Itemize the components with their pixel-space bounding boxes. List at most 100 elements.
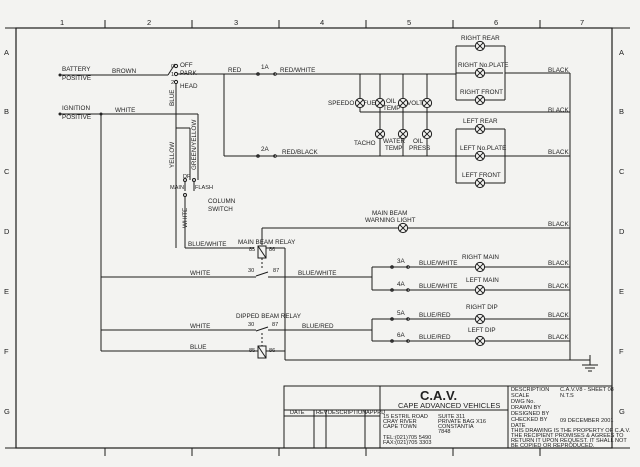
wire-label-black: BLACK <box>548 221 569 228</box>
svg-text:85: 85 <box>249 247 255 253</box>
svg-text:TEMP: TEMP <box>383 105 401 112</box>
wire-label-white: WHITE <box>190 323 210 330</box>
column-labels: 1 2 3 4 5 6 7 <box>60 18 584 27</box>
column-switch: YELLOW GREEN/YELLOW DF MAIN FLASH COLUMN… <box>169 120 236 213</box>
row-label: B <box>619 107 624 116</box>
svg-text:BE COPIED OR REPRODUCED.: BE COPIED OR REPRODUCED. <box>511 443 595 449</box>
wire-label-red: RED <box>228 67 242 74</box>
lamp-right-dip-icon <box>474 313 486 325</box>
gauge-tacho-icon <box>374 128 386 140</box>
wire-label-red-black: RED/BLACK <box>282 149 318 156</box>
row-label: C <box>619 167 625 176</box>
company-fax: FAX:(021)705 3303 <box>383 440 432 446</box>
col-label: 2 <box>147 18 151 27</box>
svg-text:PRESS: PRESS <box>409 145 430 152</box>
wire-label-black: BLACK <box>548 312 569 319</box>
main-light-switch: 0 1 2 OFF PARK HEAD <box>160 62 198 90</box>
wire-label-blue-red: BLUE/RED <box>419 334 451 341</box>
rev-col-description: DESCRIPTION <box>328 410 366 416</box>
fuse-1a: 1A <box>261 64 270 71</box>
fuse-2a: 2A <box>261 146 270 153</box>
gauge-tacho-label: TACHO <box>354 140 376 147</box>
wire-label-black: BLACK <box>548 149 569 156</box>
svg-text:DESIGNED BY: DESIGNED BY <box>511 411 550 417</box>
gauge-oil-temp-icon <box>397 97 409 109</box>
row-label: E <box>619 287 624 296</box>
title-block: DATE REV DESCRIPTION APPRD C.A.V. CAPE A… <box>283 385 631 449</box>
switch-head-label: HEAD <box>180 83 198 90</box>
svg-text:2: 2 <box>171 80 174 86</box>
row-labels-right: A B C D E F G <box>619 48 625 416</box>
svg-text:GREEN/YELLOW: GREEN/YELLOW <box>191 120 198 170</box>
fuse-3a: 3A <box>397 258 406 265</box>
wire-label-brown: BROWN <box>112 68 137 75</box>
diagram-frame <box>15 27 613 449</box>
svg-text:15 ESTRIL ROAD: 15 ESTRIL ROAD <box>383 414 428 420</box>
lamp-right-main-icon <box>474 261 486 273</box>
gauge-oil-press-label: OIL <box>413 138 424 145</box>
svg-text:PRIVATE BAG X16: PRIVATE BAG X16 <box>438 419 486 425</box>
lamp-right-front-icon <box>474 94 486 106</box>
gauge-oil-press-icon <box>421 128 433 140</box>
lamp-right-plate-icon <box>474 67 486 79</box>
svg-text:DRAWN BY: DRAWN BY <box>511 405 541 411</box>
lamp-right-front-label: RIGHT FRONT <box>460 89 503 96</box>
fuse-6a: 6A <box>397 332 406 339</box>
svg-text:THE RECIPIENT PROMISES & AGREE: THE RECIPIENT PROMISES & AGREES TO <box>511 433 624 439</box>
svg-text:87: 87 <box>272 322 278 328</box>
svg-text:THIS DRAWING IS THE PROPERTY O: THIS DRAWING IS THE PROPERTY OF C.A.V. <box>511 428 631 434</box>
row-label: F <box>619 347 624 356</box>
gauge-oil-temp-label: OIL <box>386 98 397 105</box>
svg-text:30: 30 <box>248 268 254 274</box>
svg-text:YELLOW: YELLOW <box>169 142 176 168</box>
lamp-main-beam-warning-icon <box>397 222 409 234</box>
svg-text:WARNING LIGHT: WARNING LIGHT <box>365 217 416 224</box>
svg-text:DWG No.: DWG No. <box>511 399 535 405</box>
svg-text:30: 30 <box>248 322 254 328</box>
row-label: C <box>4 167 10 176</box>
svg-text:7848: 7848 <box>438 429 450 435</box>
lamp-left-front-label: LEFT FRONT <box>462 172 501 179</box>
wire-label-black: BLACK <box>548 260 569 267</box>
wire-label-black: BLACK <box>548 107 569 114</box>
lamp-right-dip-label: RIGHT DIP <box>466 304 498 311</box>
sheet-scale: N.T.S <box>560 393 574 399</box>
row-label: G <box>4 407 10 416</box>
svg-text:CRAY RIVER: CRAY RIVER <box>383 419 417 425</box>
gauge-fuel-label: FUEL <box>363 100 380 107</box>
svg-text:CONSTANTIA: CONSTANTIA <box>438 424 474 430</box>
sheet-description: C.A.V.V8 - SHEET 08 <box>560 387 614 393</box>
wire-label-blue: BLUE <box>169 90 176 106</box>
gauge-water-temp-label: WATER <box>383 138 405 145</box>
svg-text:1: 1 <box>171 72 174 78</box>
row-label: A <box>619 48 624 57</box>
gauge-volts-icon <box>421 97 433 109</box>
row-label: B <box>4 107 9 116</box>
svg-text:SWITCH: SWITCH <box>208 206 233 213</box>
svg-text:CHECKED BY: CHECKED BY <box>511 417 548 423</box>
col-label: 4 <box>320 18 324 27</box>
rev-col-date: DATE <box>290 410 305 416</box>
svg-text:RETURN IT UPON REQUEST. IT SHA: RETURN IT UPON REQUEST. IT SHALL NOT <box>511 438 627 444</box>
gauge-fuel-icon <box>374 97 386 109</box>
svg-text:86: 86 <box>269 247 275 253</box>
wire-label-blue-white: BLUE/WHITE <box>419 283 458 290</box>
svg-text:SUITE 311: SUITE 311 <box>438 414 465 420</box>
svg-text:DESCRIPTION: DESCRIPTION <box>511 387 549 393</box>
lamp-symbols <box>354 40 486 347</box>
col-label: 1 <box>60 18 64 27</box>
column-switch-flash: FLASH <box>195 185 213 191</box>
gauge-speedo-icon <box>354 97 366 109</box>
svg-text:DIPPED BEAM RELAY: DIPPED BEAM RELAY <box>236 313 302 320</box>
lamp-left-rear-label: LEFT REAR <box>463 118 498 125</box>
rev-col-apprd: APPRD <box>366 410 385 416</box>
battery-label: POSITIVE <box>62 75 91 82</box>
row-label: G <box>619 407 625 416</box>
fuse-4a: 4A <box>397 281 406 288</box>
wire-label-white: WHITE <box>190 270 210 277</box>
svg-text:CAPE TOWN: CAPE TOWN <box>383 424 417 430</box>
wire-label-blue-red: BLUE/RED <box>302 323 334 330</box>
main-beam-relay: MAIN BEAM RELAY 85 86 30 87 <box>238 239 296 277</box>
lamp-left-front-icon <box>474 177 486 189</box>
